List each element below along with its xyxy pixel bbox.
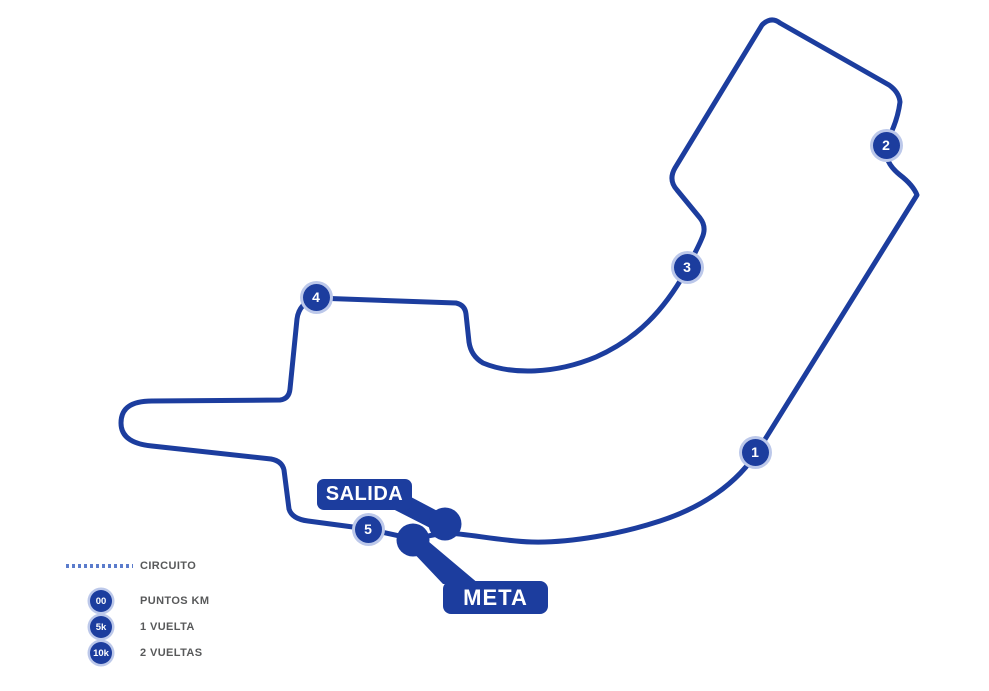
finish-point-dot — [396, 523, 430, 557]
km-marker-5: 5 — [354, 515, 382, 543]
legend-badge-puntos-km: 00 — [90, 590, 112, 612]
legend-label-puntos-km: PUNTOS KM — [140, 595, 210, 607]
legend-label-2-vueltas: 2 VUELTAS — [140, 647, 203, 659]
start-label: SALIDA — [317, 479, 412, 510]
km-marker-3: 3 — [673, 253, 701, 281]
legend-label-circuito: CIRCUITO — [140, 560, 197, 572]
circuit-track — [118, 17, 920, 545]
finish-label: META — [443, 581, 548, 614]
legend-label-1-vuelta: 1 VUELTA — [140, 621, 195, 633]
km-marker-4: 4 — [302, 283, 330, 311]
km-marker-1: 1 — [741, 438, 769, 466]
legend-circuit-line-swatch — [66, 564, 133, 568]
legend-badge-5k: 5k — [90, 616, 112, 638]
legend-badge-10k: 10k — [90, 642, 112, 664]
start-point-dot — [428, 507, 462, 541]
km-marker-2: 2 — [872, 131, 900, 159]
